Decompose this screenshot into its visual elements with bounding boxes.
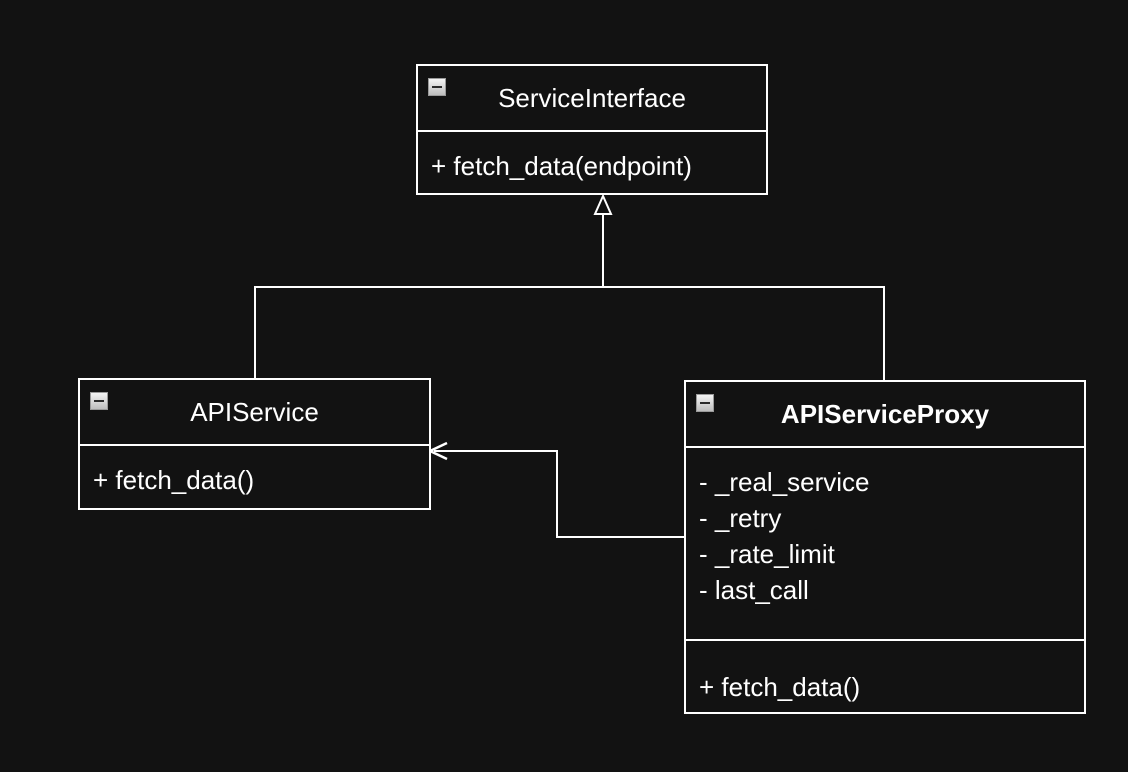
class-service-interface[interactable]: ServiceInterface + fetch_data(endpoint) <box>416 64 768 195</box>
method-item: + fetch_data() <box>93 465 255 495</box>
attributes-section: - _real_service - _retry - _rate_limit -… <box>686 448 1084 641</box>
association-edge <box>434 450 686 538</box>
realization-edge-apiserviceproxy <box>603 286 885 382</box>
class-header: ServiceInterface <box>418 66 766 132</box>
realization-edge-apiservice <box>254 214 604 380</box>
method-item: + fetch_data(endpoint) <box>431 151 692 181</box>
collapse-minus-icon[interactable] <box>696 394 714 412</box>
class-name: APIService <box>190 396 319 427</box>
methods-section: + fetch_data() <box>686 641 1084 705</box>
attribute-item: - last_call <box>699 575 809 605</box>
class-name: APIServiceProxy <box>780 398 990 429</box>
attribute-item: - _retry <box>699 503 782 533</box>
class-header: APIService <box>80 380 429 446</box>
realization-arrowhead <box>593 193 613 215</box>
methods-section: + fetch_data() <box>80 446 429 498</box>
collapse-minus-icon[interactable] <box>90 392 108 410</box>
class-api-service[interactable]: APIService + fetch_data() <box>78 378 431 510</box>
class-api-service-proxy[interactable]: APIServiceProxy - _real_service - _retry… <box>684 380 1086 714</box>
collapse-minus-icon[interactable] <box>428 78 446 96</box>
class-name: ServiceInterface <box>498 82 686 113</box>
methods-section: + fetch_data(endpoint) <box>418 132 766 184</box>
attribute-item: - _real_service <box>699 467 870 497</box>
class-header: APIServiceProxy <box>686 382 1084 448</box>
method-item: + fetch_data() <box>699 672 861 702</box>
attribute-item: - _rate_limit <box>699 539 835 569</box>
